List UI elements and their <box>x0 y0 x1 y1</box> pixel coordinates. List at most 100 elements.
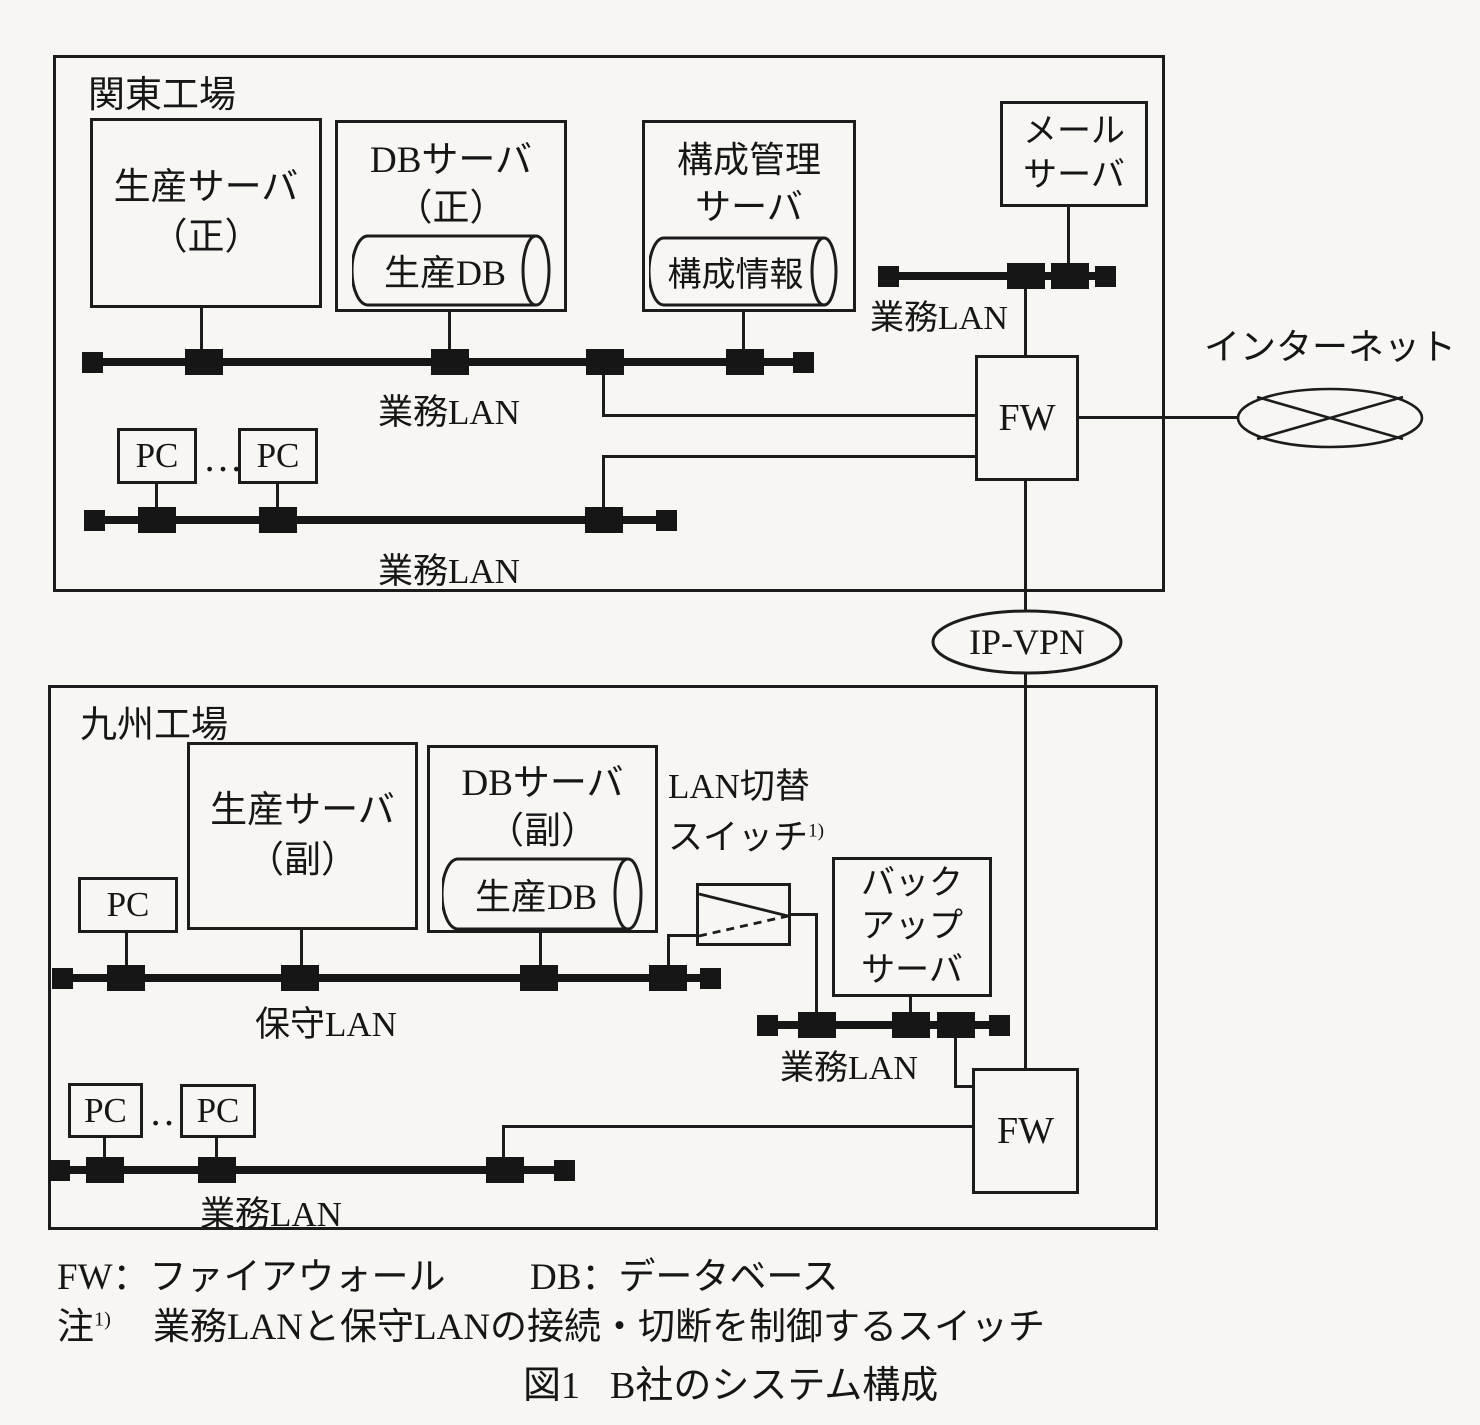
kyushu-factory-title: 九州工場 <box>80 705 228 746</box>
lan-switch-symbol <box>696 883 791 946</box>
lan-terminator <box>82 352 103 373</box>
db-server-primary-role: （正） <box>395 188 507 230</box>
kyushu-pc-2: PC <box>68 1083 143 1138</box>
kyushu-hoshu-lan-bus <box>58 974 720 982</box>
lan-terminator <box>49 1160 70 1181</box>
kyushu-gyomu-upper-label: 業務LAN <box>780 1050 918 1087</box>
db-server-primary-labels: DBサーバ （正） <box>338 137 564 233</box>
legend-fw: FW：ファイアウォール <box>57 1257 446 1298</box>
kanto-mail-lan-bus <box>880 272 1112 280</box>
lan-tap <box>585 507 623 533</box>
edge-gyomu-lower-to-fw2 <box>502 1125 974 1128</box>
footnote-marker: 注 <box>57 1307 94 1348</box>
production-server-primary: 生産サーバ （正） <box>90 118 322 308</box>
lan-terminator <box>656 510 677 531</box>
backup-server: バック アップ サーバ <box>832 857 992 997</box>
figure-caption-title: B社のシステム構成 <box>610 1365 939 1407</box>
mail-server: メール サーバ <box>1000 101 1148 207</box>
lan-tap <box>138 507 176 533</box>
edge-fw1-to-internet <box>1078 416 1240 419</box>
edge-kpc2-to-lan <box>103 1136 106 1170</box>
lan-tap <box>431 349 469 375</box>
footnote-text: 業務LANと保守LANの接続・切断を制御するスイッチ <box>152 1307 1046 1348</box>
kyushu-gyomu-lower-bus <box>55 1166 573 1174</box>
edge-config-to-lan <box>742 310 745 362</box>
edge-switch-to-hoshu <box>667 934 670 978</box>
lan-tap <box>520 965 558 991</box>
internet-label: インターネット <box>1203 327 1456 367</box>
lan-terminator <box>84 510 105 531</box>
ipvpn-label: IP-VPN <box>968 622 1085 662</box>
edge-lan1-to-fw <box>602 414 977 417</box>
internet-symbol <box>1236 387 1424 449</box>
kanto-firewall: FW <box>975 355 1079 481</box>
lan-switch-footnote-ref: 1) <box>808 820 825 842</box>
lan-switch-label-line1: LAN切替 <box>668 767 810 806</box>
kyushu-pc-3-label: PC <box>196 1091 240 1130</box>
lan-tap <box>86 1157 124 1183</box>
edge-pc2-to-lan <box>276 480 279 520</box>
lan-terminator <box>793 352 814 373</box>
kanto-pc-1: PC <box>117 428 197 484</box>
lan-switch-label: LAN切替 スイッチ1) <box>668 762 824 864</box>
lan-tap <box>486 1157 524 1183</box>
lan-terminator <box>878 266 899 287</box>
lan-tap <box>1007 263 1045 289</box>
kanto-factory-box <box>53 55 1165 592</box>
db-server-secondary-role: （副） <box>487 811 598 853</box>
kanto-mail-lan-label: 業務LAN <box>870 300 1008 337</box>
edge-prod1-to-lan <box>200 306 203 362</box>
lan-tap <box>185 349 223 375</box>
kyushu-gyomu-lower-label: 業務LAN <box>200 1195 342 1234</box>
edge-kpc3-to-lan <box>215 1136 218 1170</box>
edge-gyomu-upper-down <box>954 1027 957 1088</box>
edge-lan2-to-fw <box>602 455 977 458</box>
lan-tap <box>198 1157 236 1183</box>
lan-terminator <box>989 1015 1010 1036</box>
production-server-secondary: 生産サーバ （副） <box>187 742 418 930</box>
kyushu-hoshu-lan-label: 保守LAN <box>255 1005 397 1044</box>
backup-server-label3: サーバ <box>861 951 963 989</box>
footnote: 注1)業務LANと保守LANの接続・切断を制御するスイッチ <box>57 1296 1045 1350</box>
kanto-pc-lan-bus <box>85 516 671 524</box>
edge-gyomu-upper-to-fw2 <box>954 1085 976 1088</box>
edge-mail-to-lan <box>1067 205 1070 276</box>
lan-terminator <box>52 968 73 989</box>
lan-tap <box>726 349 764 375</box>
lan-terminator <box>757 1015 778 1036</box>
kyushu-pc-2-label: PC <box>84 1090 127 1130</box>
production-db-cylinder-kanto <box>352 234 551 307</box>
lan-tap <box>1051 263 1089 289</box>
edge-gyomu-lower-up <box>502 1125 505 1170</box>
kanto-factory-title: 関東工場 <box>88 75 236 116</box>
kyushu-pc-1-label: PC <box>106 885 150 924</box>
lan-tap <box>586 349 624 375</box>
production-server-primary-role: （正） <box>150 217 262 258</box>
db-server-primary-label: DBサーバ <box>369 140 533 181</box>
lan-tap <box>259 507 297 533</box>
edge-lan2-up <box>602 455 605 520</box>
kanto-pc-1-label: PC <box>135 436 179 475</box>
config-management-server-labels: 構成管理 サーバ <box>645 137 853 231</box>
edge-backup-to-lan <box>909 995 912 1025</box>
edge-switch-to-gyomu <box>815 913 818 1025</box>
config-info-label: 構成情報 <box>667 256 804 294</box>
lan-tap <box>937 1012 975 1038</box>
kyushu-pc-3: PC <box>180 1084 256 1138</box>
ipvpn-symbol <box>931 609 1123 675</box>
kanto-pc-2-label: PC <box>256 436 300 475</box>
backup-server-label1: バック <box>861 864 963 902</box>
config-server-label2: サーバ <box>695 186 803 227</box>
kyushu-firewall: FW <box>972 1068 1079 1194</box>
kanto-main-lan-label: 業務LAN <box>378 393 520 432</box>
db-server-secondary-labels: DBサーバ （副） <box>430 760 655 856</box>
backup-server-label2: アップ <box>861 908 963 946</box>
edge-kpc1-to-hoshu <box>125 930 128 978</box>
edge-maillan-to-fw <box>1024 278 1027 358</box>
kyushu-firewall-label: FW <box>997 1110 1054 1152</box>
edge-fw1-ipvpn-fw2 <box>1024 478 1027 1072</box>
production-server-secondary-label: 生産サーバ <box>210 790 395 832</box>
edge-lan1-down <box>602 364 605 417</box>
production-db-label-kanto: 生産DB <box>383 253 506 293</box>
